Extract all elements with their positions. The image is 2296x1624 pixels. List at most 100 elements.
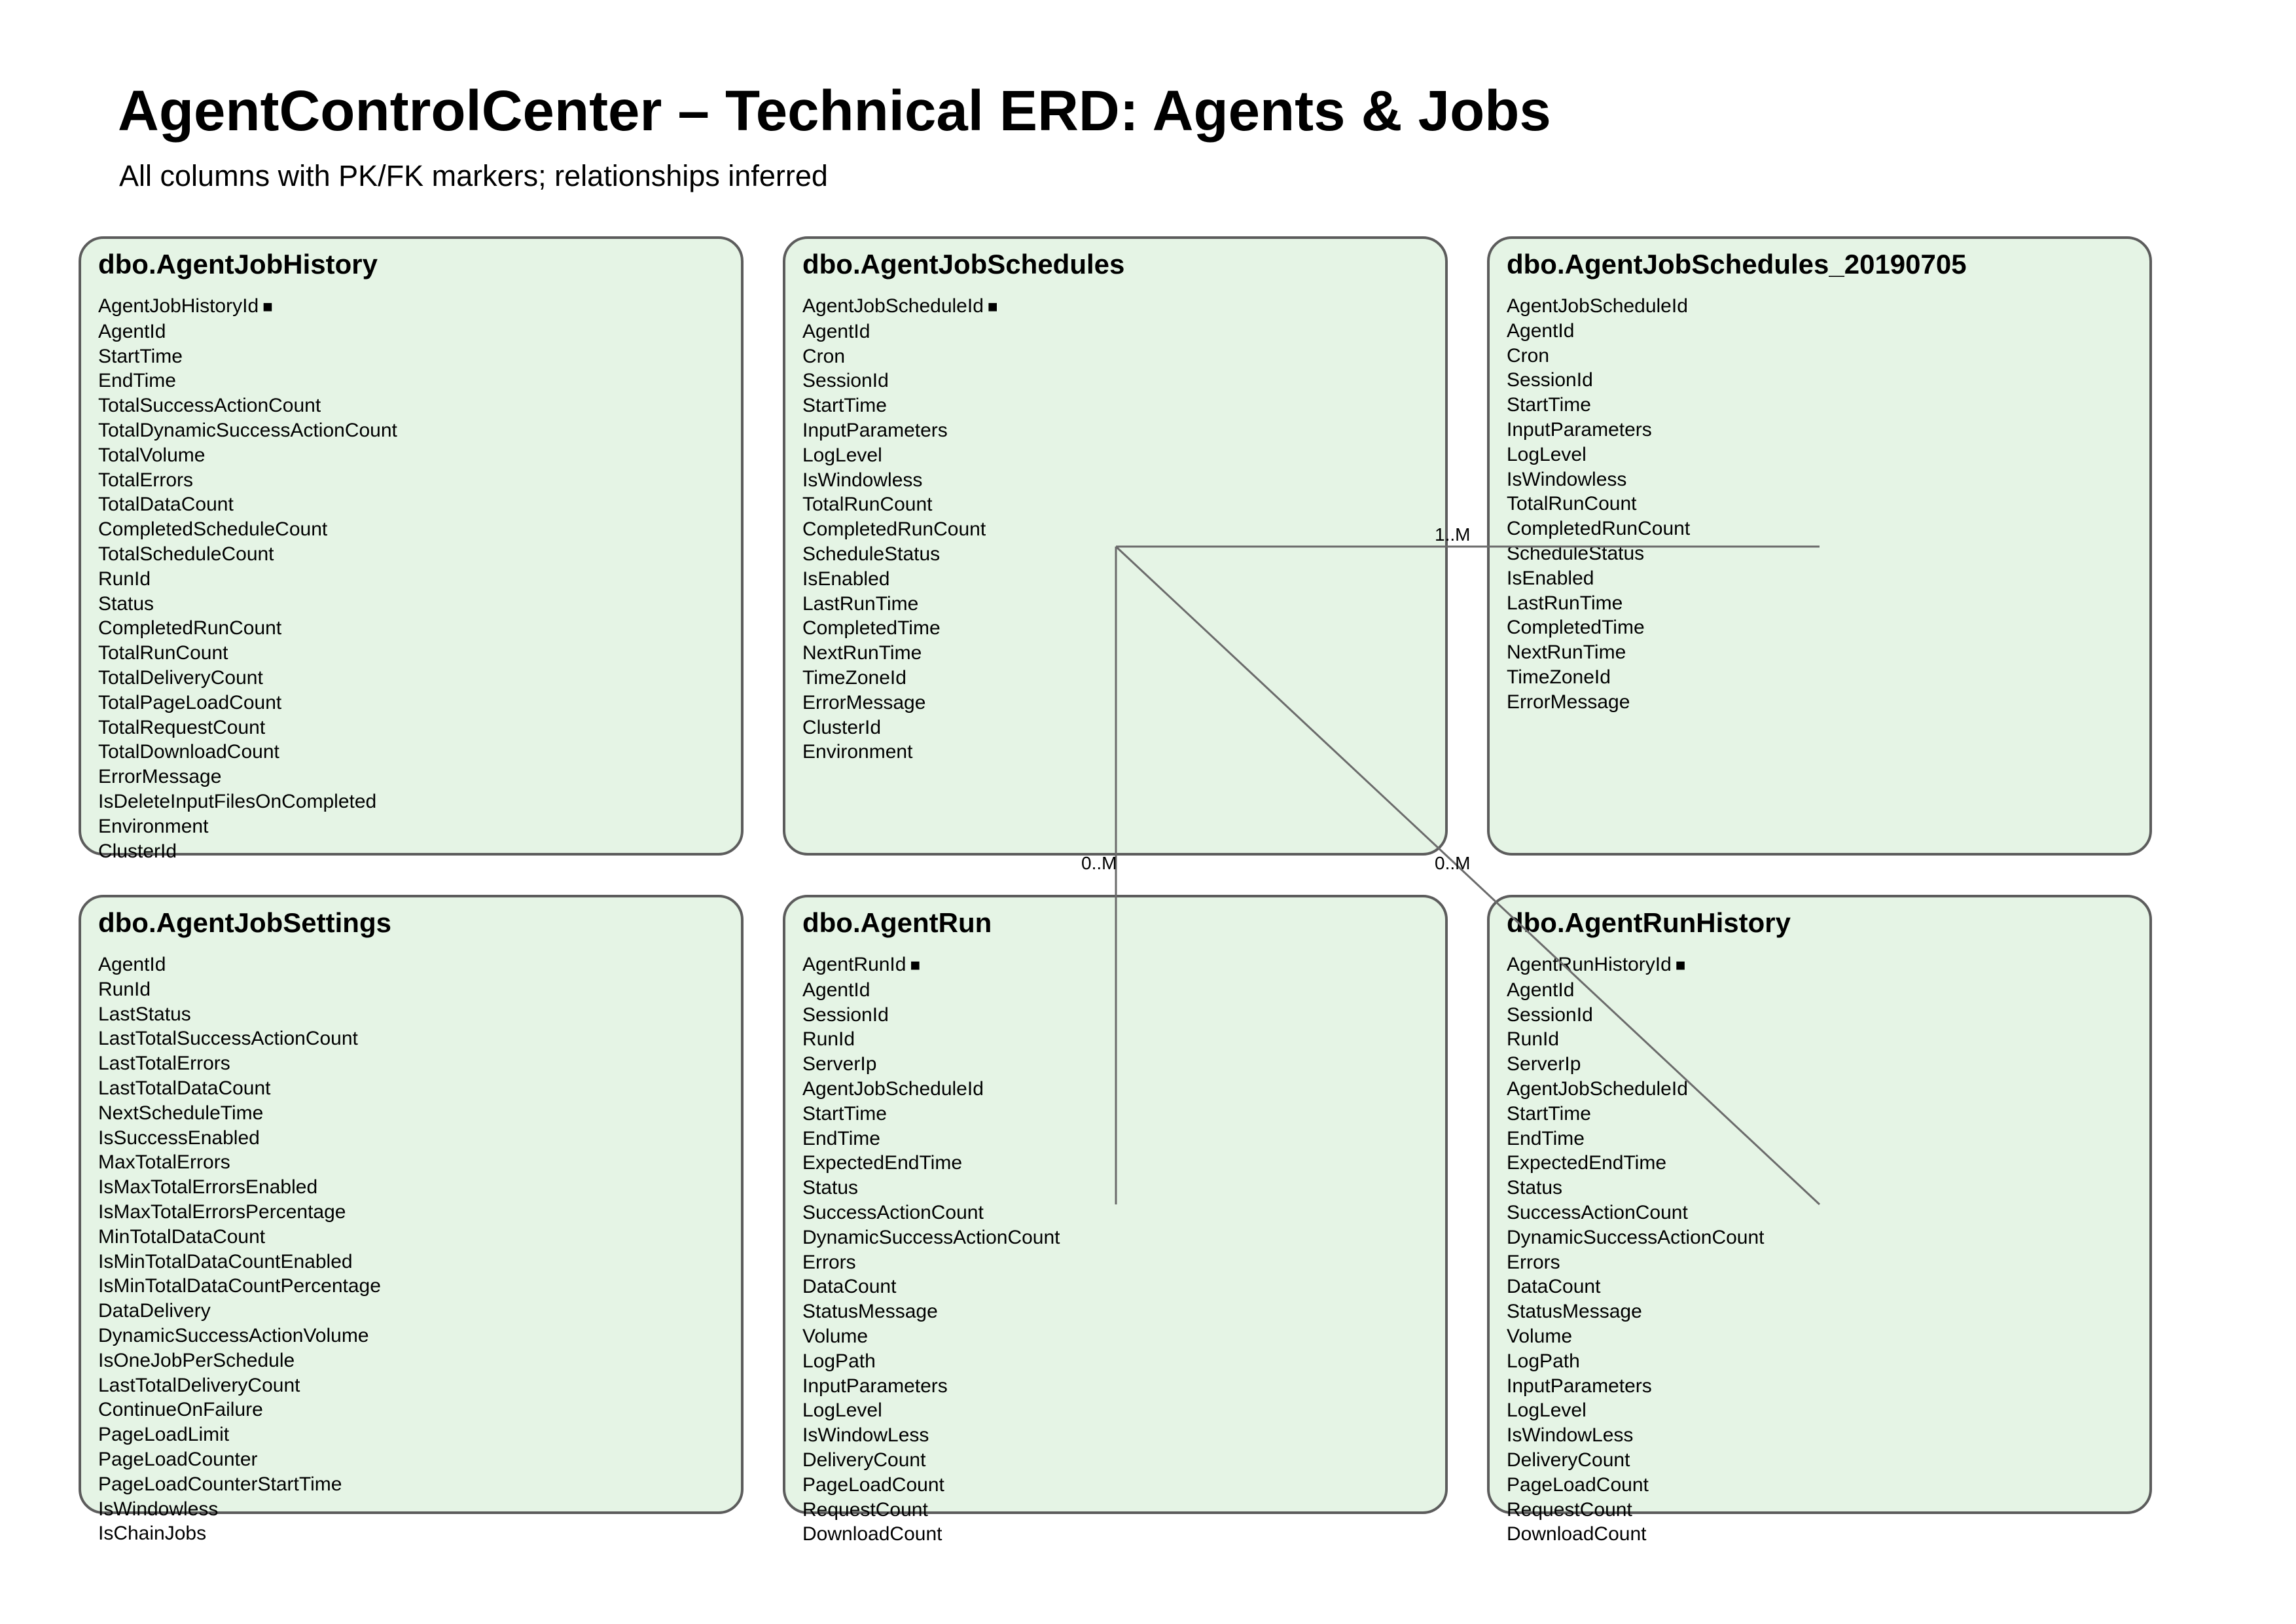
column-name: LastTotalDataCount bbox=[98, 1077, 271, 1099]
column-name: IsMaxTotalErrorsPercentage bbox=[98, 1200, 346, 1223]
column-name: DeliveryCount bbox=[1507, 1449, 1630, 1471]
page-subtitle: All columns with PK/FK markers; relation… bbox=[119, 159, 828, 192]
column-row: LogLevel bbox=[802, 1398, 1060, 1423]
column-row: LastTotalDataCount bbox=[98, 1076, 381, 1101]
column-name: IsDeleteInputFilesOnCompleted bbox=[98, 790, 377, 812]
column-row: StartTime bbox=[1507, 1102, 1765, 1127]
column-row: AgentRunHistoryId■ bbox=[1507, 952, 1765, 978]
column-row: RunId bbox=[98, 977, 381, 1002]
column-name: DataCount bbox=[802, 1276, 897, 1298]
table-agent-job-history[interactable]: dbo.AgentJobHistory AgentJobHistoryId■Ag… bbox=[79, 236, 744, 862]
column-row: Volume bbox=[1507, 1324, 1765, 1349]
table-name: dbo.AgentJobSettings bbox=[98, 907, 391, 938]
column-name: LogLevel bbox=[802, 444, 882, 466]
column-name: IsMaxTotalErrorsEnabled bbox=[98, 1176, 318, 1199]
column-row: PageLoadCounter bbox=[98, 1447, 381, 1472]
column-name: ExpectedEndTime bbox=[802, 1152, 963, 1174]
column-name: PageLoadCount bbox=[1507, 1473, 1649, 1496]
column-row: DownloadCount bbox=[802, 1522, 1060, 1547]
column-row: LogPath bbox=[802, 1349, 1060, 1374]
column-name: ServerIp bbox=[802, 1053, 877, 1075]
table-name: dbo.AgentJobSchedules bbox=[802, 249, 1125, 280]
column-name: DownloadCount bbox=[1507, 1523, 1647, 1545]
column-row: TotalRunCount bbox=[1507, 492, 1690, 516]
column-name: LogLevel bbox=[1507, 443, 1587, 465]
column-row: AgentRunId■ bbox=[802, 952, 1060, 978]
column-name: TotalRunCount bbox=[98, 642, 228, 664]
column-row: SessionId bbox=[1507, 1003, 1765, 1028]
column-row: ErrorMessage bbox=[1507, 690, 1690, 715]
column-row: LastRunTime bbox=[1507, 591, 1690, 616]
column-name: LogLevel bbox=[1507, 1399, 1587, 1422]
column-row: SessionId bbox=[1507, 368, 1690, 393]
column-row: DownloadCount bbox=[1507, 1522, 1765, 1547]
column-row: IsMaxTotalErrorsPercentage bbox=[98, 1200, 381, 1225]
column-name: LastStatus bbox=[98, 1003, 191, 1025]
column-name: ErrorMessage bbox=[1507, 691, 1630, 713]
column-name: TotalPageLoadCount bbox=[98, 691, 282, 713]
column-name: SessionId bbox=[802, 370, 889, 392]
column-name: PageLoadCounterStartTime bbox=[98, 1473, 342, 1495]
column-row: SessionId bbox=[802, 1003, 1060, 1028]
column-name: PageLoadCount bbox=[802, 1473, 944, 1496]
column-row: TotalVolume bbox=[98, 443, 397, 468]
column-name: TotalDownloadCount bbox=[98, 741, 279, 763]
column-row: AgentJobScheduleId■ bbox=[802, 294, 998, 319]
column-name: TimeZoneId bbox=[802, 666, 906, 689]
column-row: CompletedRunCount bbox=[98, 616, 397, 641]
column-name: RequestCount bbox=[802, 1498, 928, 1521]
column-name: DataDelivery bbox=[98, 1300, 211, 1322]
column-name: DataCount bbox=[1507, 1276, 1601, 1298]
column-row: AgentJobHistoryId■ bbox=[98, 294, 397, 319]
column-row: IsEnabled bbox=[802, 567, 998, 592]
column-name: Status bbox=[98, 592, 154, 615]
column-row: ClusterId bbox=[802, 715, 998, 740]
column-name: ExpectedEndTime bbox=[1507, 1152, 1667, 1174]
column-name: LastTotalSuccessActionCount bbox=[98, 1028, 358, 1050]
column-name: AgentId bbox=[1507, 979, 1575, 1001]
column-name: SuccessActionCount bbox=[1507, 1201, 1688, 1223]
column-name: SessionId bbox=[802, 1003, 889, 1026]
column-name: LogPath bbox=[1507, 1350, 1580, 1372]
column-row: ContinueOnFailure bbox=[98, 1398, 381, 1422]
column-name: IsWindowless bbox=[98, 1498, 219, 1520]
column-row: PageLoadCount bbox=[802, 1473, 1060, 1498]
cardinality-label: 0..M bbox=[1081, 853, 1117, 873]
column-row: StartTime bbox=[802, 1102, 1060, 1127]
column-name: InputParameters bbox=[802, 419, 948, 441]
column-row: Cron bbox=[1507, 344, 1690, 369]
column-row: Status bbox=[802, 1176, 1060, 1200]
column-row: TimeZoneId bbox=[1507, 665, 1690, 690]
column-row: AgentId bbox=[98, 319, 397, 344]
column-row: TotalRunCount bbox=[98, 641, 397, 666]
relationship-line-schedules-to-runhistory bbox=[1115, 545, 1821, 1206]
column-row: Volume bbox=[802, 1324, 1060, 1349]
column-row: Status bbox=[98, 592, 397, 617]
column-name: AgentRunHistoryId bbox=[1507, 954, 1672, 975]
column-name: PageLoadCounter bbox=[98, 1448, 258, 1470]
column-name: DynamicSuccessActionCount bbox=[1507, 1226, 1765, 1248]
column-name: AgentId bbox=[98, 954, 166, 975]
table-name: dbo.AgentJobHistory bbox=[98, 249, 378, 280]
column-row: ServerIp bbox=[802, 1052, 1060, 1077]
table-name: dbo.AgentJobSchedules_20190705 bbox=[1507, 249, 1967, 280]
column-row: CompletedRunCount bbox=[1507, 516, 1690, 541]
column-name: CompletedTime bbox=[802, 617, 941, 640]
column-name: StartTime bbox=[1507, 1102, 1591, 1125]
table-name: dbo.AgentRunHistory bbox=[1507, 907, 1791, 938]
column-name: TotalRunCount bbox=[1507, 493, 1637, 515]
column-row: ClusterId bbox=[98, 839, 397, 864]
column-row: Errors bbox=[1507, 1250, 1765, 1275]
column-row: MinTotalDataCount bbox=[98, 1225, 381, 1250]
column-name: AgentId bbox=[1507, 319, 1575, 342]
column-name: Errors bbox=[1507, 1251, 1560, 1273]
column-row: LogPath bbox=[1507, 1349, 1765, 1374]
column-row: LogLevel bbox=[802, 443, 998, 468]
column-name: LastRunTime bbox=[802, 592, 919, 615]
column-name: LogPath bbox=[802, 1350, 876, 1372]
column-row: TotalPageLoadCount bbox=[98, 691, 397, 715]
